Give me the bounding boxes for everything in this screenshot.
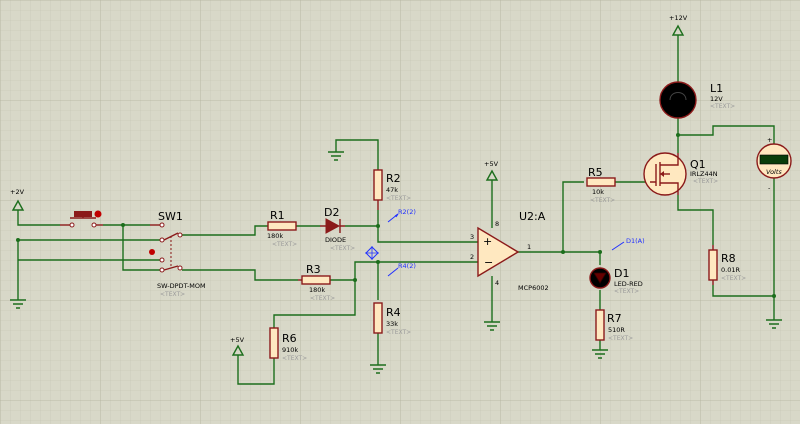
r3-resistor[interactable]: R3 180k <TEXT> [298, 263, 335, 302]
push-button[interactable] [60, 210, 103, 228]
voltmeter-label: Volts [766, 168, 782, 176]
r7-value: 510R [608, 326, 625, 334]
u2-minus-sign: − [484, 256, 493, 269]
l1-value: 12V [710, 95, 723, 103]
probe-r4[interactable]: R4(2) [387, 262, 416, 277]
ground-symbols [10, 151, 782, 374]
l1-text: <TEXT> [710, 103, 735, 110]
q1-value: IRLZ44N [690, 170, 718, 178]
supply-plus12-label: +12V [669, 14, 688, 22]
u2-opamp[interactable]: + − 3 2 1 8 4 U2:A MCP6002 [470, 210, 549, 292]
u2-ref: U2:A [519, 210, 546, 223]
supply-plus12[interactable]: +12V [669, 14, 688, 36]
u2-plus-sign: + [483, 235, 492, 248]
probe-d1[interactable]: D1(A) [611, 237, 645, 251]
d2-text: <TEXT> [330, 245, 355, 252]
r5-resistor[interactable]: R5 10k <TEXT> [586, 166, 616, 204]
probe-r2-label: R2(2) [398, 208, 416, 216]
q1-text: <TEXT> [693, 178, 718, 185]
r8-resistor[interactable]: R8 0.01R <TEXT> [708, 245, 746, 285]
q1-ref: Q1 [690, 158, 706, 171]
junction-dots [16, 133, 776, 298]
r6-text: <TEXT> [282, 355, 307, 362]
r3-ref: R3 [306, 263, 321, 276]
sw1-ref: SW1 [158, 210, 183, 223]
r1-ref: R1 [270, 209, 285, 222]
r1-value: 180k [267, 232, 283, 240]
voltmeter-plus: + [767, 136, 772, 144]
q1-mosfet[interactable]: Q1 IRLZ44N <TEXT> [643, 152, 718, 196]
d1-text: <TEXT> [614, 288, 639, 295]
voltmeter[interactable]: Volts + - [756, 136, 792, 192]
r3-text: <TEXT> [310, 295, 335, 302]
r2-value: 47k [386, 186, 398, 194]
wires [17, 35, 775, 385]
r2-resistor[interactable]: R2 47k <TEXT> [373, 169, 411, 210]
r3-value: 180k [309, 286, 325, 294]
r6-value: 910k [282, 346, 298, 354]
r2-text: <TEXT> [386, 195, 411, 202]
u2-pin-plus: 3 [470, 233, 474, 241]
sw1-text: <TEXT> [160, 291, 185, 298]
r7-text: <TEXT> [608, 335, 633, 342]
l1-lamp[interactable]: L1 12V <TEXT> [659, 81, 735, 119]
l1-ref: L1 [710, 82, 723, 95]
supply-plus5-r6-label: +5V [230, 336, 245, 344]
r1-resistor[interactable]: R1 180k <TEXT> [267, 209, 297, 248]
supply-plus2[interactable]: +2V [10, 188, 25, 211]
r7-resistor[interactable]: R7 510R <TEXT> [595, 309, 633, 342]
d1-ref: D1 [614, 267, 629, 280]
supply-plus5-opamp[interactable]: +5V [484, 160, 499, 181]
sw1-value: SW-DPDT-MOM [157, 282, 206, 290]
d2-value: DIODE [325, 236, 346, 244]
probe-d1-label: D1(A) [626, 237, 645, 245]
d2-ref: D2 [324, 206, 339, 219]
r5-ref: R5 [588, 166, 603, 179]
r8-value: 0.01R [721, 266, 740, 274]
u2-pin-vdd: 8 [495, 220, 499, 228]
r4-value: 33k [386, 320, 398, 328]
probe-r2[interactable]: R2(2) [387, 208, 416, 223]
probe-r4-label: R4(2) [398, 262, 416, 270]
r2-ref: R2 [386, 172, 401, 185]
supply-plus5-r6[interactable]: +5V [230, 336, 245, 356]
r4-ref: R4 [386, 306, 401, 319]
u2-pin-minus: 2 [470, 253, 474, 261]
r7-ref: R7 [607, 312, 622, 325]
d1-led[interactable]: D1 LED-RED <TEXT> [589, 267, 643, 295]
supply-plus2-label: +2V [10, 188, 25, 196]
r4-resistor[interactable]: R4 33k <TEXT> [373, 302, 411, 336]
supply-plus5-opamp-label: +5V [484, 160, 499, 168]
sw1-switch[interactable]: SW1 SW-DPDT-MOM <TEXT> [149, 210, 206, 298]
d2-diode[interactable]: D2 DIODE <TEXT> [320, 206, 355, 252]
wire-crossing-marker [365, 246, 379, 260]
d1-value: LED-RED [614, 280, 643, 288]
u2-pin-out: 1 [527, 243, 531, 251]
r6-ref: R6 [282, 332, 297, 345]
voltmeter-minus: - [768, 184, 771, 192]
voltmeter-display [759, 154, 789, 165]
r1-text: <TEXT> [272, 241, 297, 248]
r5-value: 10k [592, 188, 604, 196]
r6-resistor[interactable]: R6 910k <TEXT> [269, 327, 307, 362]
r4-text: <TEXT> [386, 329, 411, 336]
r5-text: <TEXT> [590, 197, 615, 204]
u2-value: MCP6002 [518, 284, 549, 292]
r8-text: <TEXT> [721, 275, 746, 282]
u2-pin-vss: 4 [495, 279, 499, 287]
r8-ref: R8 [721, 252, 736, 265]
